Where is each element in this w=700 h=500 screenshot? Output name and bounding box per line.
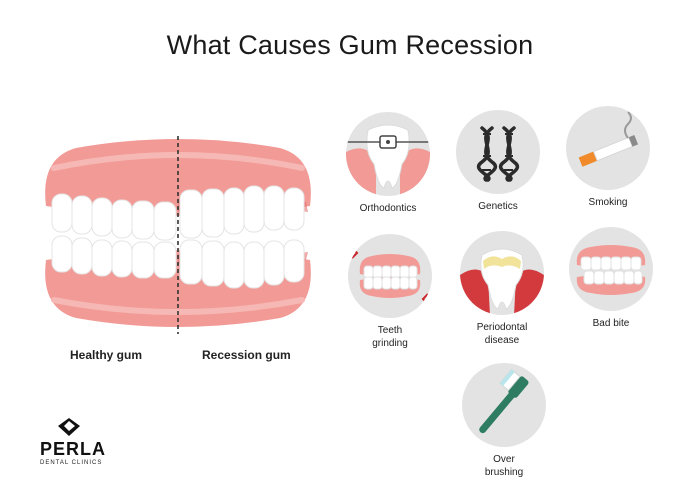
periodontal-tooth-icon — [460, 231, 544, 315]
cigarette-icon — [566, 106, 650, 190]
cause-bad-bite: Bad bite — [556, 227, 666, 330]
toothbrush-icon — [462, 363, 546, 447]
perla-logo: PERLA DENTAL CLINICS — [40, 418, 130, 467]
healthy-gum-label: Healthy gum — [70, 348, 143, 362]
recession-gum-label: Recession gum — [202, 348, 291, 362]
bad-bite-icon — [569, 227, 653, 311]
logo-subtitle: DENTAL CLINICS — [40, 460, 103, 466]
logo-name: PERLA — [40, 439, 107, 459]
cause-label: Orthodontics — [359, 203, 417, 214]
page-title: What Causes Gum Recession — [166, 30, 534, 60]
cause-smoking: Smoking — [553, 106, 663, 209]
grinding-teeth-icon — [348, 234, 432, 318]
cause-label: Smoking — [588, 197, 628, 208]
cause-genetics: Genetics — [443, 110, 553, 213]
cause-orthodontics: Orthodontics — [333, 112, 443, 215]
dna-icon — [456, 110, 540, 194]
cause-label: Genetics — [478, 201, 518, 212]
teeth-comparison-illustration — [45, 136, 311, 334]
cause-label: Bad bite — [592, 318, 630, 329]
braces-tooth-icon — [346, 112, 430, 196]
diamond-logo-icon — [58, 418, 80, 436]
